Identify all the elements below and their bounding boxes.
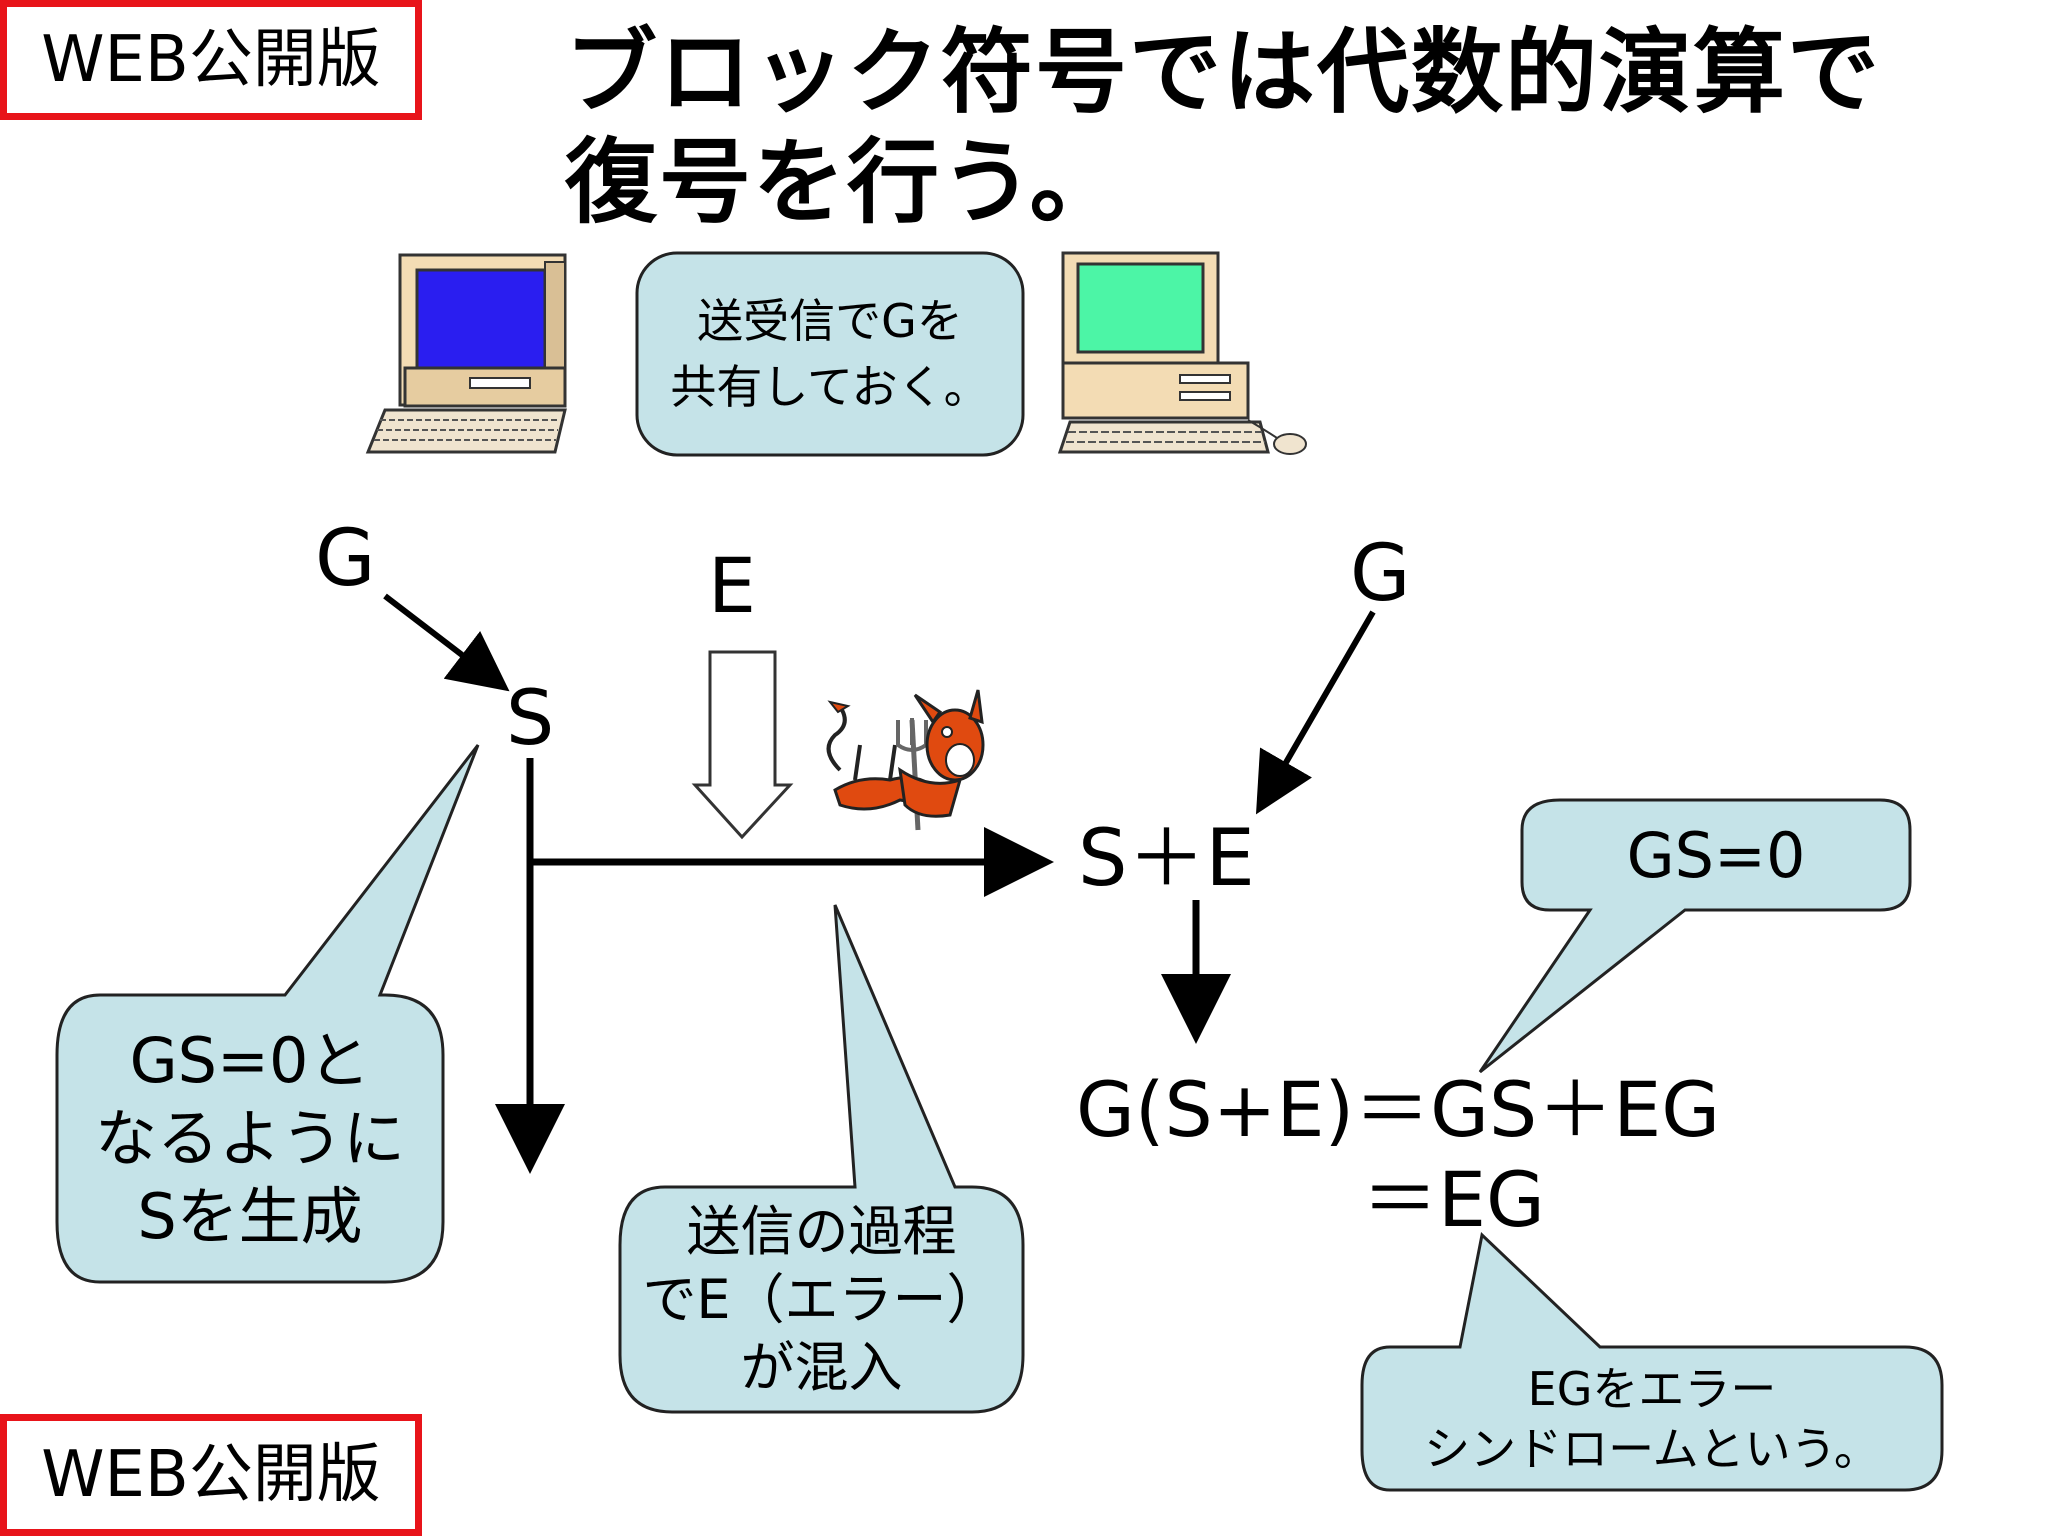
hollow-error-arrow [691, 650, 794, 840]
callout-noise-line-1: 送信の過程 [686, 1199, 957, 1263]
equation-line-2: ＝EG [1362, 1155, 1545, 1244]
callout-syndrome: EGをエラー シンドロームという。 [1362, 1347, 1942, 1490]
callout-syndrome-shape [1360, 1232, 1944, 1492]
callout-share: 送受信でGを 共有しておく。 [637, 253, 1023, 455]
label-s-plus-e: S＋E [1078, 814, 1255, 904]
badge-bottom-label: WEB公開版 [41, 1438, 381, 1512]
callout-noise-shape [618, 904, 1025, 1414]
title-line-2: 復号を行う。 [565, 129, 1124, 236]
devil-icon [826, 689, 985, 831]
label-g-right: G [1350, 529, 1411, 619]
web-public-badge-top: WEB公開版 [0, 0, 422, 120]
callout-gs0: GS=0 [1522, 800, 1910, 910]
arrow-g-to-s [383, 593, 510, 692]
label-e: E [708, 541, 757, 630]
equation-line-1: G(S+E)＝GS＋EG [1076, 1065, 1721, 1154]
callout-noise: 送信の過程 でE（エラー） が混入 [620, 1187, 1023, 1412]
label-g-left: G [315, 514, 376, 604]
receiver-computer-icon [1057, 251, 1307, 455]
callout-generate-line-3: Sを生成 [137, 1179, 363, 1253]
callout-noise-line-2: でE（エラー） [642, 1267, 1001, 1331]
callout-noise-line-3: が混入 [740, 1335, 903, 1399]
sender-computer-icon [365, 253, 567, 454]
callout-gs0-shape [1478, 798, 1912, 1074]
web-public-badge-bottom: WEB公開版 [0, 1414, 422, 1536]
badge-top-label: WEB公開版 [41, 23, 381, 97]
callout-generate-shape [55, 744, 480, 1284]
callout-share-shape [635, 251, 1025, 457]
callout-gs0-line-1: GS=0 [1626, 818, 1806, 892]
label-s: S [506, 673, 555, 762]
callout-syndrome-line-2: シンドロームという。 [1424, 1421, 1880, 1476]
callout-share-line-1: 送受信でGを [697, 294, 963, 348]
callout-generate-line-2: なるように [94, 1101, 405, 1175]
arrow-g-to-s-plus-e [1255, 610, 1376, 815]
page-title: ブロック符号では代数的演算で 復号を行う。 [565, 18, 1881, 238]
callout-generate: GS=0と なるように Sを生成 [57, 995, 443, 1282]
title-line-1: ブロック符号では代数的演算で [565, 19, 1882, 126]
callout-share-line-2: 共有しておく。 [670, 360, 990, 414]
callout-syndrome-line-1: EGをエラー [1527, 1361, 1777, 1416]
callout-generate-line-1: GS=0と [129, 1023, 371, 1097]
